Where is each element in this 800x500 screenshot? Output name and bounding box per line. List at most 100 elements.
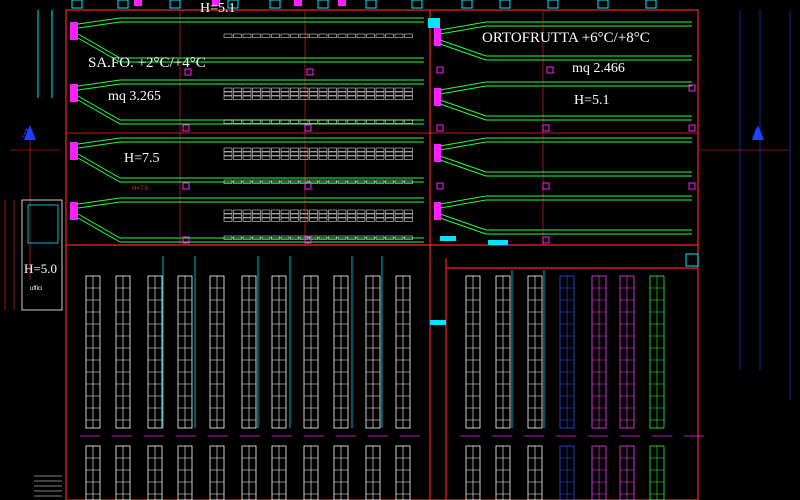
rack-cell [290,91,299,96]
dock-door [317,0,329,9]
rack-cell [271,213,280,218]
dock-door [71,0,83,9]
rack-cell [309,147,318,152]
rack-cell [347,95,356,100]
rack-cell [309,155,318,160]
safo-height-label: H=7.5 [124,151,160,166]
rack-cell [394,235,404,240]
rack-cell [337,209,347,214]
rack-cell [337,213,347,218]
shelf-lane [77,33,424,59]
rack-cell [261,213,271,218]
column-marker [688,182,696,190]
shelf-lane [77,197,424,205]
rack-cell [347,87,356,92]
shelf-lane [439,159,692,177]
rack-cell [328,235,337,240]
rack-cell [318,217,328,222]
rack-cell [385,33,394,38]
rack-cell [375,151,385,156]
dock-door [365,0,377,9]
shelf-lane [439,103,692,121]
rack-cell [280,213,290,218]
shelf-lane [439,25,692,35]
rack-cell [385,217,394,222]
rack-cell [299,119,309,124]
rack-cell [242,179,252,184]
rack-cell [318,235,328,240]
rack-cell [233,151,242,156]
rack-cell [328,87,337,92]
rack-cell [233,147,242,152]
rack-cell [290,33,299,38]
rack-cell [328,33,337,38]
column-marker [542,182,550,190]
rack-cell [356,33,366,38]
rack-cell [309,217,318,222]
shelf-lane [77,153,424,179]
rack-cell [328,217,337,222]
rack-cell [271,179,280,184]
rack-cell [337,235,347,240]
rack-cell [385,209,394,214]
column-marker [184,68,192,76]
rack-cell [318,119,328,124]
dock-door [269,0,281,9]
rack-cell [271,87,280,92]
column-marker [182,124,190,132]
section-mark-right: A [752,125,762,140]
rack-cell [404,217,413,222]
rack-cell [366,95,375,100]
rack-cell [271,95,280,100]
ortofrutta-height-label: H=5.1 [574,93,610,108]
rack-cell [385,95,394,100]
rack-cell [328,119,337,124]
dock-unit [70,22,78,40]
rack-cell [299,217,309,222]
rack-cell [271,119,280,124]
rack-cell [347,155,356,160]
rack-cell [261,155,271,160]
rack-cell [394,151,404,156]
rack-cell [404,87,413,92]
storage-rack-rows [80,256,704,500]
rack-cell [404,179,413,184]
shelf-lane [439,141,692,151]
rack-cell [233,155,242,160]
rack-cell [290,155,299,160]
rack-cell [252,151,261,156]
office-room-label: uffici [30,286,42,292]
rack-cell [366,209,375,214]
dock-unit [434,28,441,46]
rack-cell [337,155,347,160]
rack-cell [347,235,356,240]
rack-cell [366,151,375,156]
rack-cell [299,213,309,218]
section-mark-left: A [22,125,32,140]
rack-cell [366,179,375,184]
rack-cell [366,91,375,96]
rack-cell [356,95,366,100]
rack-cell [337,217,347,222]
cyan-fixture [685,253,699,267]
rack-cell [309,213,318,218]
column-marker [542,124,550,132]
rack-cell [318,213,328,218]
dock-door [645,0,657,9]
rack-cell [290,151,299,156]
shelf-lane [439,217,692,235]
shelf-lane [77,213,424,239]
dock-door [117,0,129,9]
safo-rack-blocks [223,33,413,240]
rack-cell [261,217,271,222]
rack-cell [252,95,261,100]
rack-cell [242,91,252,96]
rack-cell [280,87,290,92]
rack-cell [233,209,242,214]
rack-cell [356,209,366,214]
rack-cell [356,217,366,222]
rack-cell [404,235,413,240]
rack-cell [385,151,394,156]
rack-cell [366,119,375,124]
cyan-ladder-element [37,10,53,98]
